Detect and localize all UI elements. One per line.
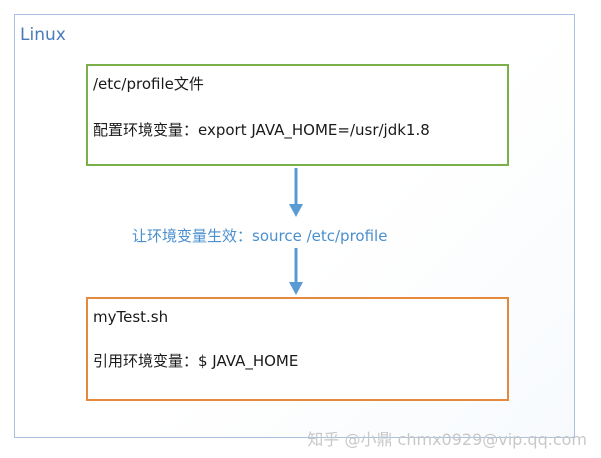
down-arrow-icon — [289, 248, 303, 295]
profile-config-text: 配置环境变量：export JAVA_HOME=/usr/jdk1.8 — [93, 121, 430, 139]
mytest-reference-text: 引用环境变量：$ JAVA_HOME — [93, 352, 299, 370]
apply-env-label: 让环境变量生效：source /etc/profile — [132, 227, 388, 245]
linux-label: Linux — [20, 25, 66, 45]
profile-box: /etc/profile文件 配置环境变量：export JAVA_HOME=/… — [86, 64, 509, 166]
down-arrow-icon — [289, 168, 303, 217]
mytest-title: myTest.sh — [93, 308, 169, 326]
watermark: 知乎 @小鼎 chmx0929@vip.qq.com — [307, 430, 587, 449]
profile-title: /etc/profile文件 — [93, 75, 204, 93]
mytest-box: myTest.sh 引用环境变量：$ JAVA_HOME — [86, 297, 509, 401]
